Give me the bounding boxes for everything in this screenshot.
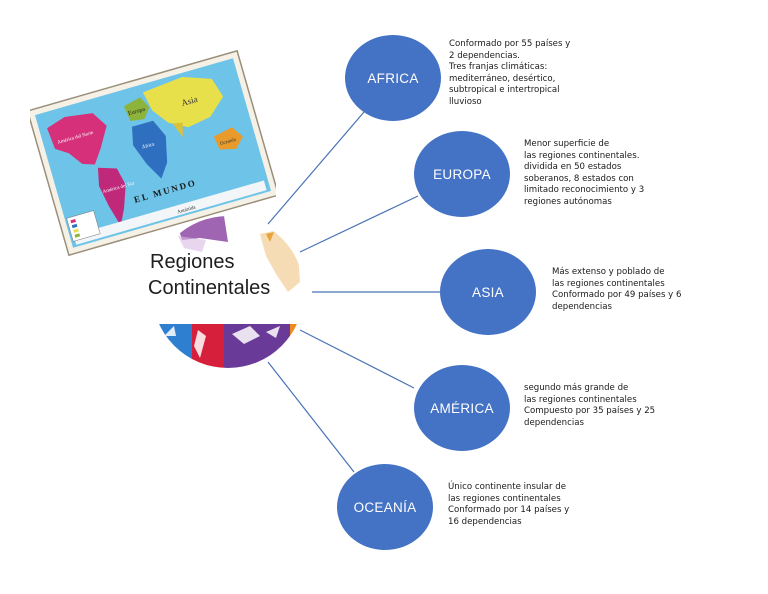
map-label-oceania: Oceanía	[220, 137, 238, 147]
connector-america	[299, 329, 415, 389]
node-africa-label: AFRICA	[367, 70, 419, 86]
map-label-antarctica: Antártida	[177, 205, 197, 215]
node-america-label: AMÉRICA	[430, 400, 494, 416]
node-oceania: OCEANÍA	[337, 464, 433, 550]
connector-africa	[267, 111, 365, 225]
north-america-shape	[47, 113, 107, 165]
node-africa: AFRICA	[345, 35, 441, 121]
map-label-europe: Europa	[128, 107, 147, 118]
map-legend	[66, 210, 101, 242]
node-america: AMÉRICA	[414, 365, 510, 451]
asia-shape	[142, 77, 224, 128]
europe-shape	[123, 97, 150, 122]
map-label-africa: África	[141, 141, 156, 151]
description-africa: Conformado por 55 países y 2 dependencia…	[449, 39, 571, 107]
description-asia: Más extenso y poblado de las regiones co…	[552, 267, 682, 312]
description-america: segundo más grande de las regiones conti…	[524, 383, 656, 428]
connector-oceania	[267, 361, 355, 473]
node-oceania-label: OCEANÍA	[353, 499, 417, 515]
map-label-asia: Asia	[180, 94, 199, 108]
antarctica-shape	[73, 180, 267, 245]
oceania-shape	[213, 127, 243, 150]
central-title: Regiones Continentales	[148, 249, 270, 301]
description-oceania: Único continente insular de las regiones…	[448, 482, 570, 527]
south-america-shape	[97, 167, 126, 226]
globe-icon	[152, 216, 304, 368]
node-europa: EUROPA	[414, 131, 510, 217]
central-title-line2: Continentales	[148, 277, 271, 299]
connector-europa	[299, 195, 419, 253]
central-title-line1: Regiones	[150, 251, 235, 273]
india-shape	[172, 122, 183, 138]
node-asia: ASIA	[440, 249, 536, 335]
africa-shape	[131, 120, 168, 179]
world-map-image: Asia Europa América del Norte América de…	[30, 49, 276, 257]
node-asia-label: ASIA	[472, 284, 504, 300]
node-europa-label: EUROPA	[433, 166, 491, 182]
description-europa: Menor superficie de las regiones contine…	[524, 139, 645, 207]
